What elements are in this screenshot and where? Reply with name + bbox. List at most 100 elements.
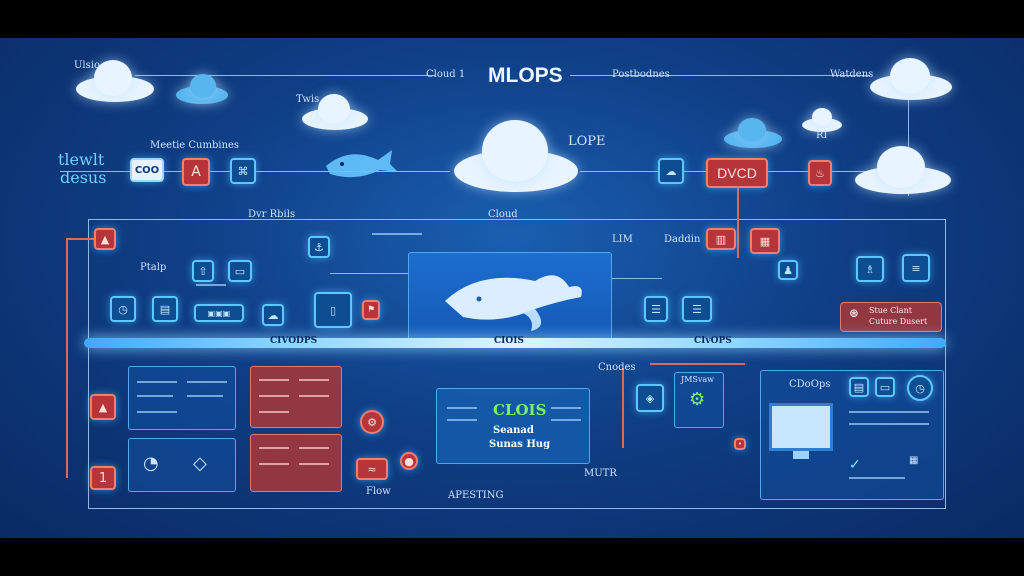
gear-card[interactable]: JMSvaw ⚙ <box>674 372 724 428</box>
gauge-icon: ◔ <box>143 453 159 474</box>
diamond-icon[interactable]: ◈ <box>636 384 664 412</box>
diagram-canvas: Ulsio Cloud 1 MLOPS Postbodnes Watdens T… <box>0 38 1024 538</box>
gear-icon: ⚙ <box>689 389 706 410</box>
monitor-card[interactable]: ◔ ◇ <box>128 438 236 492</box>
band-center-label: CIOIS <box>494 336 524 346</box>
band-right-label: CIvOPS <box>694 336 732 346</box>
twis-label: Twis <box>296 94 320 105</box>
dvcd-label: DVCD <box>717 165 757 181</box>
clois-logo: CLOIS <box>493 401 547 419</box>
check-icon: ✓ <box>849 457 861 473</box>
document-icon[interactable]: ⌘ <box>230 158 256 184</box>
cloud-icon <box>176 74 228 104</box>
bottle-icon[interactable]: ♗ <box>856 256 884 282</box>
status-alert-icon: ⊛ <box>849 306 860 320</box>
document-icon[interactable]: ☰ <box>644 296 668 322</box>
monitor-icon[interactable]: ▤ <box>152 296 178 322</box>
cloud-icon <box>870 58 952 100</box>
bell-icon: ◇ <box>193 453 207 474</box>
box-link-right <box>612 278 662 279</box>
cloud-text: Cloud <box>488 209 518 220</box>
page-title: MLOPS <box>488 64 563 87</box>
flow-label: Flow <box>366 486 391 497</box>
lope-label: LOPE <box>568 134 606 149</box>
document-icon: ▤ <box>849 377 869 397</box>
tray-icon[interactable]: ▭ <box>228 260 252 282</box>
seanad-label: Seanad <box>493 425 534 436</box>
document-icon[interactable]: ☰ <box>682 296 712 322</box>
cdoops-title: CDoOps <box>789 379 831 390</box>
warning-icon[interactable]: ▲ <box>94 228 116 250</box>
windows-label: Watdens <box>830 69 874 80</box>
stue-clant-label: Stue Clant <box>869 306 912 315</box>
pin-icon[interactable]: ⚑ <box>362 300 380 320</box>
frame-top <box>88 219 946 220</box>
box-link <box>330 273 410 274</box>
top-left-label: Ulsio <box>74 60 100 71</box>
lim-label: LIM <box>612 234 633 245</box>
cdoops-panel[interactable]: CDoOps ▤ ▭ ◷ ✓ ▦ <box>760 370 944 500</box>
clock-icon: ◷ <box>907 375 933 401</box>
calendar-icon[interactable]: ▦ <box>750 228 780 254</box>
monitor-stand <box>793 451 809 459</box>
tablet-icon[interactable]: ▯ <box>314 292 352 328</box>
upload-icon[interactable]: ⇧ <box>192 260 214 282</box>
ilewit-label: tlewlt <box>58 150 105 169</box>
list-icon[interactable]: ≡ <box>902 254 930 282</box>
monitor-icon <box>769 403 833 451</box>
bar-indicator <box>196 284 226 286</box>
metrics-card[interactable] <box>128 366 236 430</box>
cloud-icon[interactable]: ☁ <box>262 304 284 326</box>
pin-icon[interactable]: ● <box>400 452 418 470</box>
status-alert[interactable]: ⊛ Stue Clant Cuture Dusert <box>840 302 942 332</box>
red-connector-mid <box>650 363 745 365</box>
jmsvaw-label: JMSvaw <box>681 375 715 384</box>
dvcd-button[interactable]: DVCD <box>706 158 768 188</box>
cloud-icon <box>802 108 842 132</box>
cloud-icon <box>76 58 154 102</box>
alert-icon[interactable]: A <box>182 158 210 186</box>
top-connector-right <box>570 75 870 76</box>
grid-icon: ▦ <box>909 455 919 466</box>
folder-icon: ▭ <box>875 377 895 397</box>
daddin-label: Daddin <box>664 234 701 245</box>
dvr-label: Dvr Rbils <box>248 209 296 220</box>
checklist-card[interactable] <box>250 434 342 492</box>
bar-indicator <box>372 233 422 235</box>
whale-panel[interactable] <box>408 252 612 344</box>
coo-box[interactable]: COO <box>130 158 164 182</box>
band-left-label: CIVODPS <box>270 336 318 346</box>
ship-icon[interactable]: ⚓ <box>308 236 330 258</box>
cloud-icon <box>302 94 368 130</box>
warning-icon[interactable]: ▲ <box>90 394 116 420</box>
frame-left <box>88 219 89 509</box>
printer-icon[interactable]: ▥ <box>706 228 736 250</box>
number-icon[interactable]: 1 <box>90 466 116 490</box>
mutr-label: MUTR <box>584 468 617 479</box>
whale-icon <box>445 275 582 331</box>
toolbar-icon[interactable]: ▣▣▣ <box>194 304 244 322</box>
whale-icon <box>326 150 398 178</box>
ship-icon[interactable]: ≈ <box>356 458 388 480</box>
dot-icon: • <box>734 438 746 450</box>
merge-label: Meetie Cumbines <box>150 140 240 151</box>
frame-right <box>945 219 946 509</box>
user-icon[interactable]: ♟ <box>778 260 798 280</box>
bottle-icon[interactable]: ♨ <box>808 160 832 186</box>
red-connector <box>66 238 68 478</box>
red-connector-top <box>66 238 96 240</box>
center-status-box[interactable]: CLOIS Seanad Sunas Hug <box>436 388 590 464</box>
clock-icon[interactable]: ◷ <box>110 296 136 322</box>
frame-bottom <box>88 508 946 509</box>
apesting-label: APESTING <box>448 490 504 501</box>
cloud-icon[interactable]: ☁ <box>658 158 684 184</box>
settings-icon[interactable]: ⚙ <box>360 410 384 434</box>
checklist-card[interactable] <box>250 366 342 428</box>
pipeline-band <box>84 338 946 348</box>
ri-label: RI <box>816 130 828 141</box>
cloud-icon <box>855 146 951 194</box>
coo-label: COO <box>134 164 160 176</box>
cloud-drop <box>908 96 909 196</box>
desus-label: desus <box>60 168 107 187</box>
red-connector-mid-v <box>622 368 624 448</box>
